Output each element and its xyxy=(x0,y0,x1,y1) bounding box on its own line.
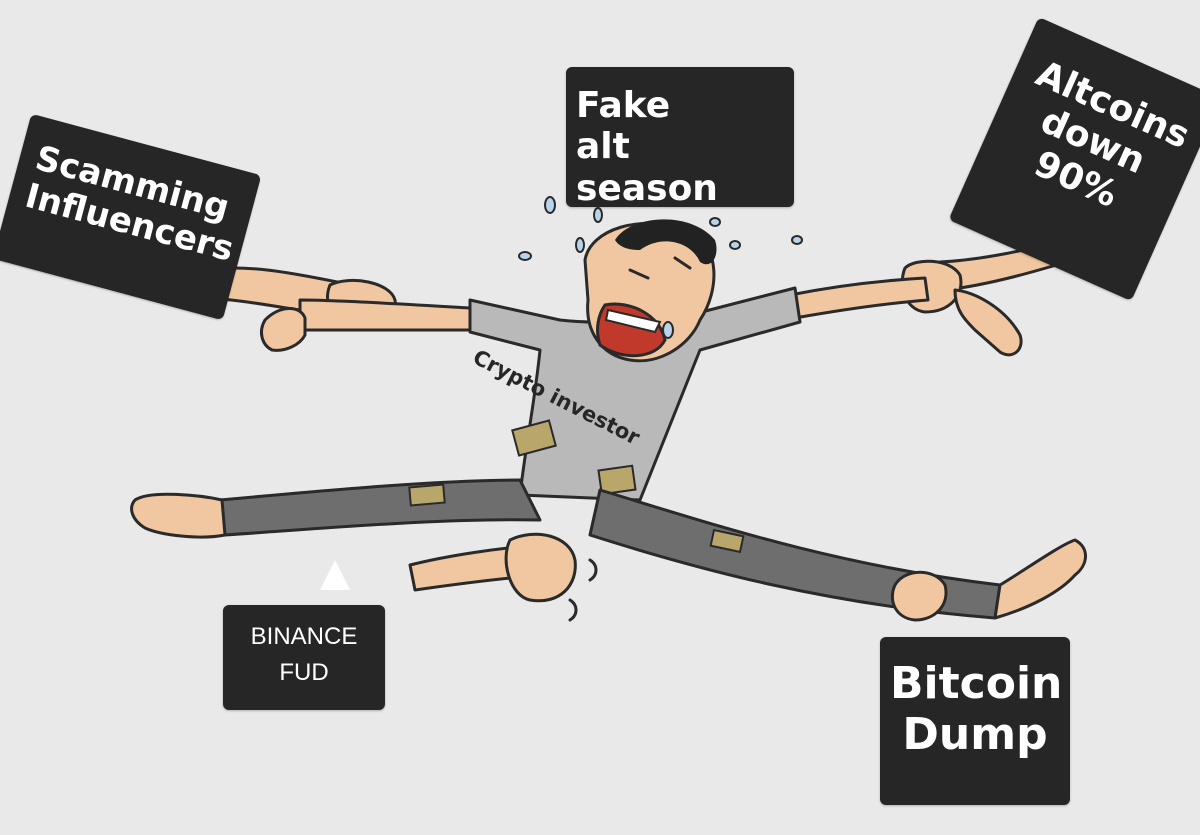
right-hand xyxy=(953,288,1023,357)
left-hand xyxy=(260,307,307,352)
right-arm xyxy=(788,276,930,320)
hand-bottom-left xyxy=(504,532,577,603)
label-binance-fud: BINANCE FUD xyxy=(223,605,385,710)
left-arm xyxy=(298,298,472,332)
right-foot xyxy=(993,538,1087,620)
patch xyxy=(408,483,446,507)
patch xyxy=(709,528,745,554)
patch xyxy=(511,419,557,457)
patch xyxy=(597,464,637,496)
hand-bottom-right xyxy=(890,570,948,622)
label-bitcoin-dump: Bitcoin Dump xyxy=(880,637,1070,805)
left-leg xyxy=(218,478,542,537)
label-fake-alt-season: Fake alt season xyxy=(566,67,794,209)
left-foot xyxy=(130,492,227,539)
character-head xyxy=(583,219,717,363)
